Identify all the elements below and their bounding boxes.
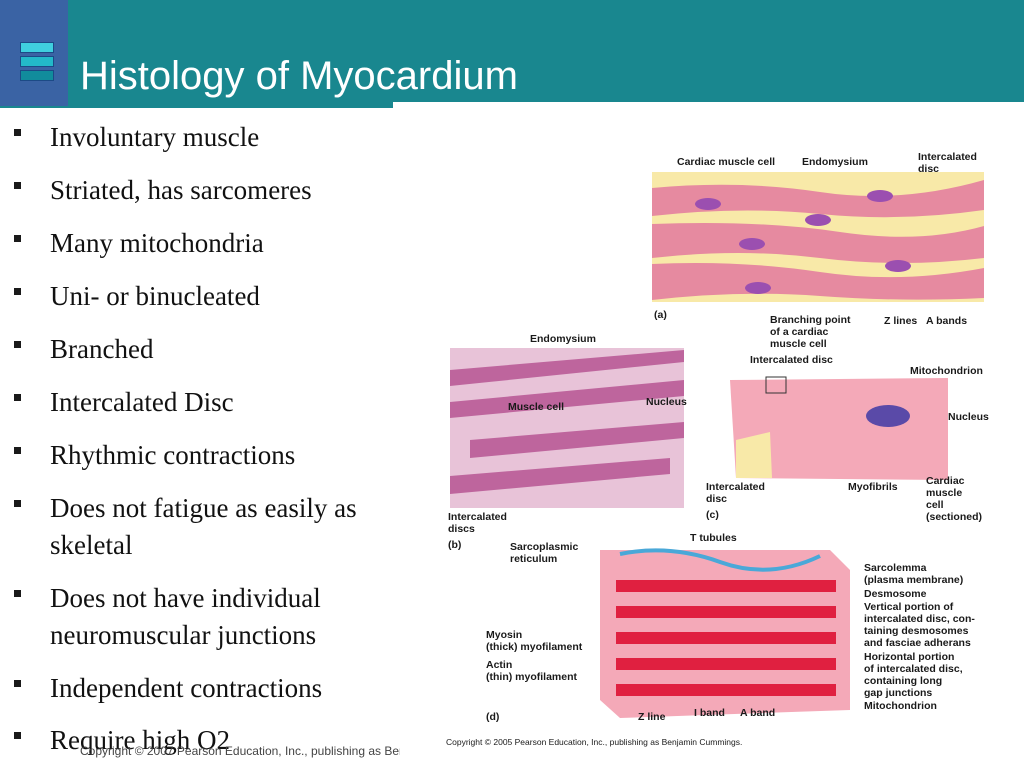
label-z-lines: Z lines [884, 315, 917, 327]
label-mitochondrion-c: Mitochondrion [910, 365, 983, 377]
bullet-square-icon [14, 680, 21, 687]
nucleus-shape [739, 238, 765, 250]
muscle-fiber [652, 263, 984, 300]
label-vertical-portion-4: and fasciae adherans [864, 637, 971, 649]
cardiac-cell-shape [730, 378, 948, 480]
label-thick-myofilament: (thick) myofilament [486, 641, 583, 653]
panel-b-tag: (b) [448, 539, 461, 551]
panel-b: Endomysium Muscle cell Nucleus Intercala… [448, 333, 687, 551]
label-disc-c: disc [706, 493, 727, 505]
nucleus-shape [885, 260, 911, 272]
panel-a-tag: (a) [654, 309, 667, 321]
bullet-square-icon [14, 182, 21, 189]
label-reticulum: reticulum [510, 553, 557, 565]
label-endomysium-a: Endomysium [802, 156, 868, 168]
label-branching-point-3: muscle cell [770, 338, 827, 350]
label-intercalated-disc-c: Intercalated disc [750, 354, 833, 366]
bullet-square-icon [14, 732, 21, 739]
label-a-bands: A bands [926, 315, 967, 327]
figure-copyright: Copyright © 2005 Pearson Education, Inc.… [446, 737, 742, 747]
label-myosin: Myosin [486, 629, 522, 641]
slide-logo [0, 0, 68, 106]
label-plasma-membrane: (plasma membrane) [864, 574, 963, 586]
label-horizontal-portion-3: containing long [864, 675, 942, 687]
label-thin-myofilament: (thin) myofilament [486, 671, 578, 683]
nucleus-shape [695, 198, 721, 210]
bullet-square-icon [14, 341, 21, 348]
panel-c: Intercalated disc Mitochondrion Nucleus … [706, 354, 989, 523]
label-cell-c: cell [926, 499, 944, 511]
label-cardiac-muscle-cell: Cardiac muscle cell [677, 156, 775, 168]
title-bar [0, 0, 1024, 102]
panel-d-tag: (d) [486, 711, 499, 723]
t-tubule [619, 548, 821, 572]
bullet-square-icon [14, 447, 21, 454]
label-desmosome: Desmosome [864, 588, 927, 600]
nucleus-shape [745, 282, 771, 294]
stack-icon [20, 42, 54, 84]
bullet-square-icon [14, 500, 21, 507]
label-intercalated-b: Intercalated [448, 511, 507, 523]
label-actin: Actin [486, 659, 512, 671]
bullet-square-icon [14, 288, 21, 295]
label-i-band: I band [694, 707, 725, 719]
myocardium-figure: Cardiac muscle cell Endomysium Intercala… [446, 151, 989, 747]
bullet-square-icon [14, 394, 21, 401]
label-sectioned-c: (sectioned) [926, 511, 982, 523]
label-branching-point-2: of a cardiac [770, 326, 829, 338]
label-branching-point: Branching point [770, 314, 851, 326]
title-underline [0, 102, 393, 108]
muscle-fiber [652, 223, 984, 263]
bullet-square-icon [14, 590, 21, 597]
label-muscle-cell: Muscle cell [508, 401, 564, 413]
bullet-square-icon [14, 129, 21, 136]
label-horizontal-portion-2: of intercalated disc, [864, 663, 963, 675]
label-nucleus-b: Nucleus [646, 396, 687, 408]
label-myofibrils: Myofibrils [848, 481, 898, 493]
disc-callout-box [765, 376, 787, 394]
label-t-tubules: T tubules [690, 532, 737, 544]
nucleus-shape [805, 214, 831, 226]
label-horizontal-portion: Horizontal portion [864, 651, 954, 663]
label-nucleus-c: Nucleus [948, 411, 989, 423]
muscle-fiber [652, 180, 984, 218]
label-horizontal-portion-4: gap junctions [864, 687, 932, 699]
slide-title: Histology of Myocardium [80, 54, 518, 98]
panel-d: T tubules Sarcoplasmic reticulum Sarcole… [486, 532, 975, 723]
label-endomysium-b: Endomysium [530, 333, 596, 345]
nucleus-shape [866, 405, 910, 427]
slide-copyright: Copyright © 2007 Pearson Education, Inc.… [80, 744, 400, 758]
label-sarcoplasmic: Sarcoplasmic [510, 541, 578, 553]
label-intercalated-a: Intercalated [918, 151, 977, 163]
panel-c-tag: (c) [706, 509, 719, 521]
label-a-band: A band [740, 707, 775, 719]
cell-edge [736, 432, 772, 478]
label-cardiac-c: Cardiac [926, 475, 965, 487]
bullet-square-icon [14, 235, 21, 242]
panel-a: Cardiac muscle cell Endomysium Intercala… [652, 151, 984, 350]
label-vertical-portion-3: taining desmosomes [864, 625, 969, 637]
label-muscle-c: muscle [926, 487, 962, 499]
label-disc-a: disc [918, 163, 939, 175]
label-discs-b: discs [448, 523, 475, 535]
nucleus-shape [867, 190, 893, 202]
label-vertical-portion-2: intercalated disc, con- [864, 613, 975, 625]
label-z-line: Z line [638, 711, 666, 723]
label-vertical-portion: Vertical portion of [864, 601, 954, 613]
label-mitochondrion-d: Mitochondrion [864, 700, 937, 712]
label-intercalated-c: Intercalated [706, 481, 765, 493]
label-sarcolemma: Sarcolemma [864, 562, 927, 574]
